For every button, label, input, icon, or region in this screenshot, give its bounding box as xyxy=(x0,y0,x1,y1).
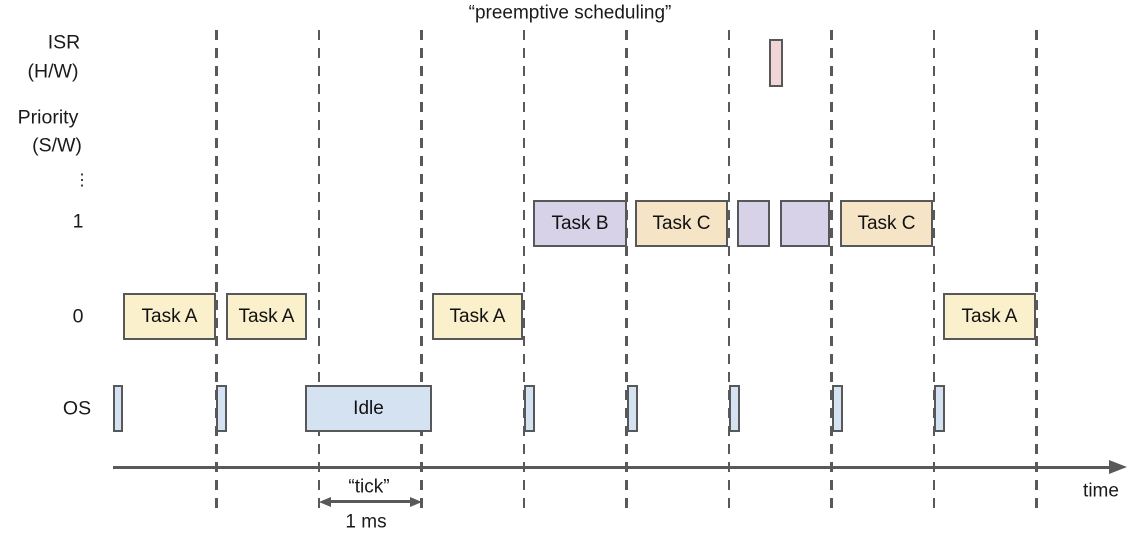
task-b-block-3 xyxy=(780,200,830,247)
isr-row-label-line1: ISR xyxy=(47,31,81,54)
tick-gridline-5 xyxy=(625,30,628,508)
task-c-block-1: Task C xyxy=(635,200,728,247)
os-slice-5 xyxy=(729,385,740,432)
task-b-block-1: Task B xyxy=(533,200,627,247)
tick-arrow-left-head-icon xyxy=(319,496,331,507)
os-slice-2 xyxy=(216,385,227,432)
isr-row-label-line2: (H/W) xyxy=(27,60,79,83)
tick-arrow-shaft xyxy=(328,500,412,503)
tick-gridline-8 xyxy=(932,30,936,508)
priority-ellipsis-icon: ⋮ xyxy=(74,172,90,189)
time-axis-line xyxy=(113,466,1110,469)
time-axis-arrowhead-icon xyxy=(1109,460,1127,475)
task-a-block-3: Task A xyxy=(432,293,523,340)
diagram-title: “preemptive scheduling” xyxy=(468,2,672,24)
os-slice-4 xyxy=(627,385,638,432)
os-slice-1 xyxy=(113,385,123,432)
tick-gridline-2 xyxy=(317,30,321,508)
tick-arrow-right-head-icon xyxy=(409,496,422,507)
task-b-block-2 xyxy=(737,200,770,247)
task-a-block-2: Task A xyxy=(226,293,307,340)
os-slice-6 xyxy=(832,385,843,432)
task-a-block-1: Task A xyxy=(123,293,216,340)
tick-gridline-7 xyxy=(830,30,833,508)
os-row-label: OS xyxy=(62,397,92,420)
tick-gridline-3 xyxy=(420,30,423,508)
priority-row-label-line2: (S/W) xyxy=(32,134,82,157)
tick-gridline-6 xyxy=(727,30,731,508)
task-a-block-4: Task A xyxy=(943,293,1036,340)
os-slice-3 xyxy=(524,385,535,432)
priority-0-row-label: 0 xyxy=(72,305,84,328)
idle-block: Idle xyxy=(305,385,432,432)
os-slice-7 xyxy=(934,385,945,432)
isr-pulse xyxy=(769,39,783,87)
priority-row-label-line1: Priority xyxy=(17,106,79,129)
tick-label: “tick” xyxy=(348,476,390,498)
tick-gridline-9 xyxy=(1035,30,1038,508)
task-c-block-2: Task C xyxy=(840,200,933,247)
tick-duration-label: 1 ms xyxy=(345,511,387,533)
tick-gridline-4 xyxy=(522,30,526,508)
tick-gridline-1 xyxy=(215,30,218,508)
priority-1-row-label: 1 xyxy=(72,210,84,233)
time-axis-label: time xyxy=(1083,480,1119,502)
